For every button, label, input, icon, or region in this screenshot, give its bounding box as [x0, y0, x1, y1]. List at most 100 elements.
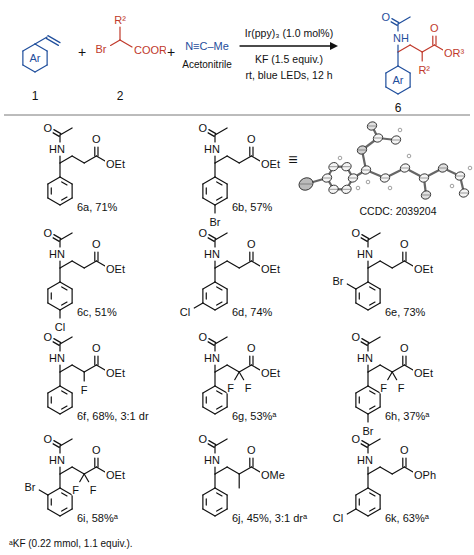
xray-octant — [330, 166, 338, 167]
atom-label: O — [91, 134, 102, 145]
atom-label: HN — [48, 144, 66, 155]
atom-label: OPh — [413, 470, 437, 481]
atom-label: R² — [113, 15, 127, 26]
bond-line — [434, 45, 443, 50]
bond-line — [209, 441, 216, 445]
bond-line — [217, 182, 222, 185]
bond-line — [217, 302, 222, 305]
bond-line — [35, 44, 47, 51]
bond-line — [202, 495, 203, 509]
bond-line — [96, 365, 105, 370]
bond-line — [62, 406, 67, 409]
atom-label: HN — [356, 353, 374, 364]
bond-line — [94, 458, 95, 467]
bond-line — [206, 293, 207, 299]
atom-label: O — [43, 123, 54, 134]
atom-label: HN — [203, 353, 221, 364]
bond-line — [48, 509, 60, 516]
footnote: ᵃKF (0.22 mmol, 1.1 equiv.). — [8, 539, 134, 549]
bond-line — [60, 128, 72, 135]
atom-label: Cl — [54, 322, 66, 333]
atom-label: OEt — [105, 470, 126, 481]
bond-line — [239, 372, 243, 380]
compound-label: 6f, 68%, 3:1 dr — [76, 411, 150, 422]
xray-octant — [401, 168, 409, 169]
bond-line — [217, 508, 222, 511]
bond-line — [390, 21, 397, 25]
bond-line — [97, 147, 98, 156]
bond-line — [239, 365, 251, 372]
atom-label: OEt — [105, 368, 126, 379]
bond-line — [194, 303, 203, 308]
xray-atom — [327, 184, 339, 195]
bond-line — [422, 45, 434, 52]
bond-line — [362, 339, 369, 343]
bond-line — [209, 235, 216, 239]
bond-line — [62, 508, 67, 511]
xray-octant — [374, 138, 382, 139]
bond-line — [367, 261, 368, 268]
bond-line — [214, 372, 215, 386]
atom-label: NH — [392, 33, 410, 44]
bond-line — [227, 467, 239, 474]
bond-line — [249, 252, 250, 261]
bond-line — [368, 261, 380, 268]
bond-line — [398, 87, 410, 94]
bond-line — [359, 293, 360, 299]
atom-label: Br — [332, 276, 345, 287]
bond-line — [214, 205, 215, 213]
bond-line — [240, 45, 332, 46]
bond-line — [202, 289, 203, 303]
bond-line — [370, 287, 375, 290]
bond-line — [410, 45, 422, 52]
bond-line — [54, 339, 61, 343]
bond-line — [62, 391, 67, 394]
bond-line — [62, 302, 67, 305]
bond-line — [227, 393, 228, 407]
bond-line — [432, 36, 433, 45]
bond-line — [215, 128, 227, 135]
bond-line — [48, 177, 60, 184]
atom-label: O — [399, 445, 410, 456]
xray-atom — [420, 189, 432, 200]
bond-line — [380, 261, 392, 268]
xray-octant — [362, 170, 370, 171]
xray-octant — [439, 168, 447, 169]
bond-line — [370, 302, 375, 305]
bond-line — [54, 235, 61, 239]
atom-label: O — [43, 332, 54, 343]
bond-line — [217, 197, 222, 200]
atom-label: OEt — [105, 264, 126, 275]
bond-line — [48, 386, 60, 393]
bond-line — [392, 372, 396, 380]
compound-label: 6j, 45%, 3:1 drᵃ — [231, 513, 308, 524]
compound-label: 6c, 51% — [76, 307, 118, 318]
atom-label: O — [351, 434, 362, 445]
xray-atom — [327, 161, 339, 172]
xray-atom — [458, 187, 470, 198]
xray-atom — [340, 184, 352, 195]
bond-line — [203, 509, 215, 516]
compound-number: 6 — [394, 102, 403, 114]
bond-line — [398, 45, 410, 52]
xray-octant — [368, 126, 376, 127]
bond-line — [202, 393, 203, 407]
atom-label: O — [198, 228, 209, 239]
bond-line — [203, 198, 215, 205]
bond-line — [252, 147, 253, 156]
bond-line — [380, 495, 381, 509]
bond-line — [380, 365, 392, 372]
atom-label: F — [71, 485, 80, 496]
bond-line — [367, 365, 368, 372]
xray-atom — [454, 170, 466, 181]
bond-line — [52, 132, 59, 136]
atom-label: Br — [95, 44, 108, 55]
bond-line — [206, 397, 207, 403]
ccdc-label: CCDC: 2039204 — [358, 206, 437, 217]
bond-line — [367, 474, 368, 488]
bond-line — [392, 365, 404, 372]
bond-line — [96, 156, 105, 161]
bond-line — [368, 439, 380, 446]
bond-line — [215, 261, 227, 268]
bond-line — [72, 289, 73, 303]
